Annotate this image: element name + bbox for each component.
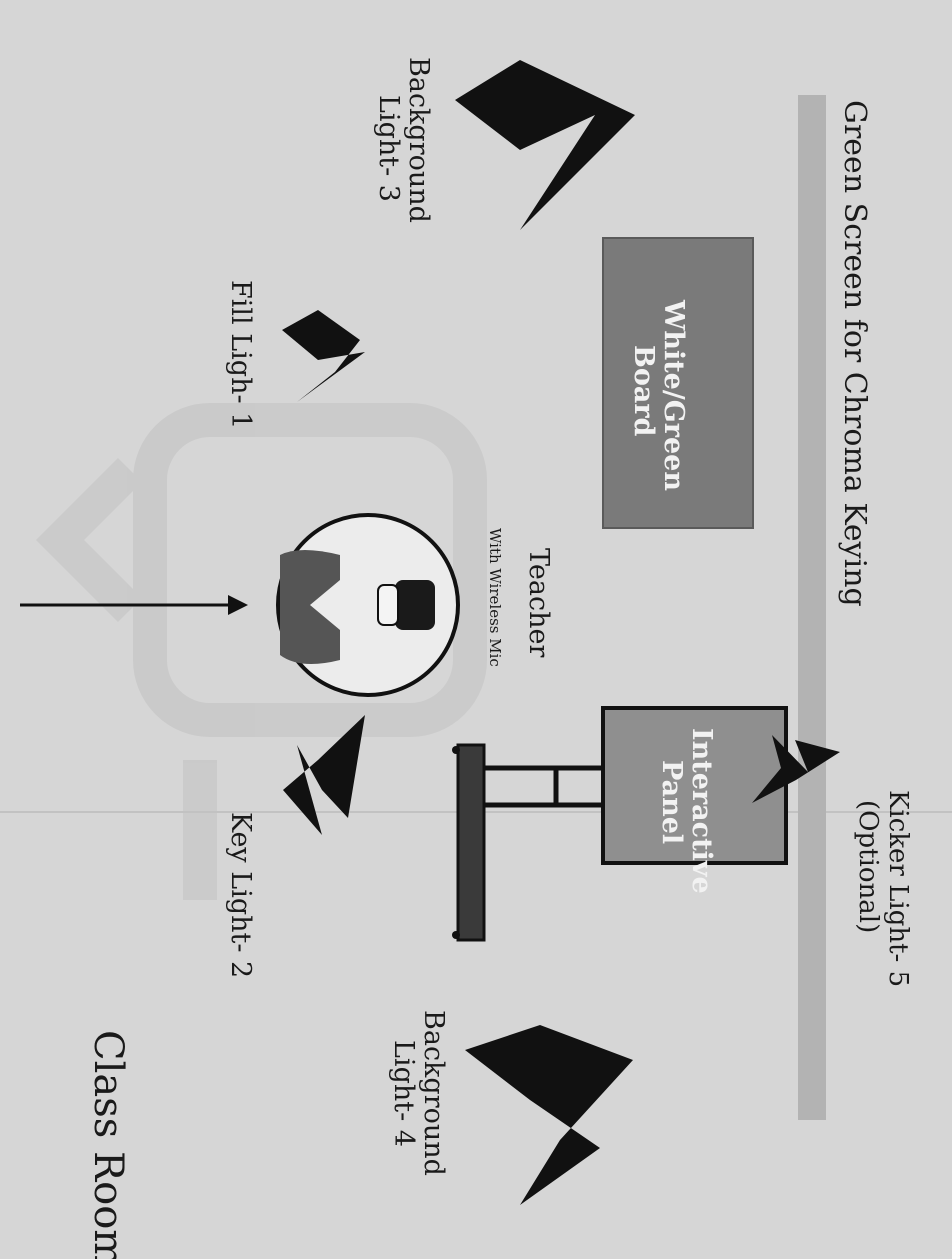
white-board [602,237,754,529]
spotlight-icon [455,60,635,230]
background-light-4-label-2: Light- 4 [388,1040,419,1147]
spotlight-icon [752,735,840,803]
white-board-label-2: Board [628,345,659,437]
green-screen-label: Green Screen for Chroma Keying [837,100,872,607]
teacher-desk [456,743,486,942]
watermark-logo [35,403,487,900]
teacher-sublabel: With Wireless Mic [486,528,504,667]
background-light-3-label: Background [403,57,434,223]
white-board-label: White/Green [658,299,689,491]
background-light-4-label: Background [418,1010,449,1176]
class-room-label: Class Room [85,1030,131,1259]
teacher-avatar-icon [276,513,460,697]
kicker-light-label-2: (Optional) [853,800,883,933]
interactive-panel [601,706,788,865]
fill-light-label: Fill Ligh- 1 [225,280,256,429]
desk-leg [452,931,460,939]
arrow-right-icon [20,595,248,615]
key-light-label: Key Light- 2 [225,812,256,978]
teacher-label: Teacher [523,548,554,657]
interactive-panel-label-2: Panel [656,760,687,844]
spotlight-icon [282,310,365,402]
spotlight-icon [283,715,365,835]
panel-stand [485,765,603,808]
spotlight-icon [465,1025,633,1205]
background-light-3-label-2: Light- 3 [373,95,404,202]
kicker-light-label: Kicker Light- 5 [883,790,913,987]
green-screen-bar [798,95,826,1120]
interactive-panel-label: Interactive [686,728,717,894]
desk-leg [452,746,460,754]
